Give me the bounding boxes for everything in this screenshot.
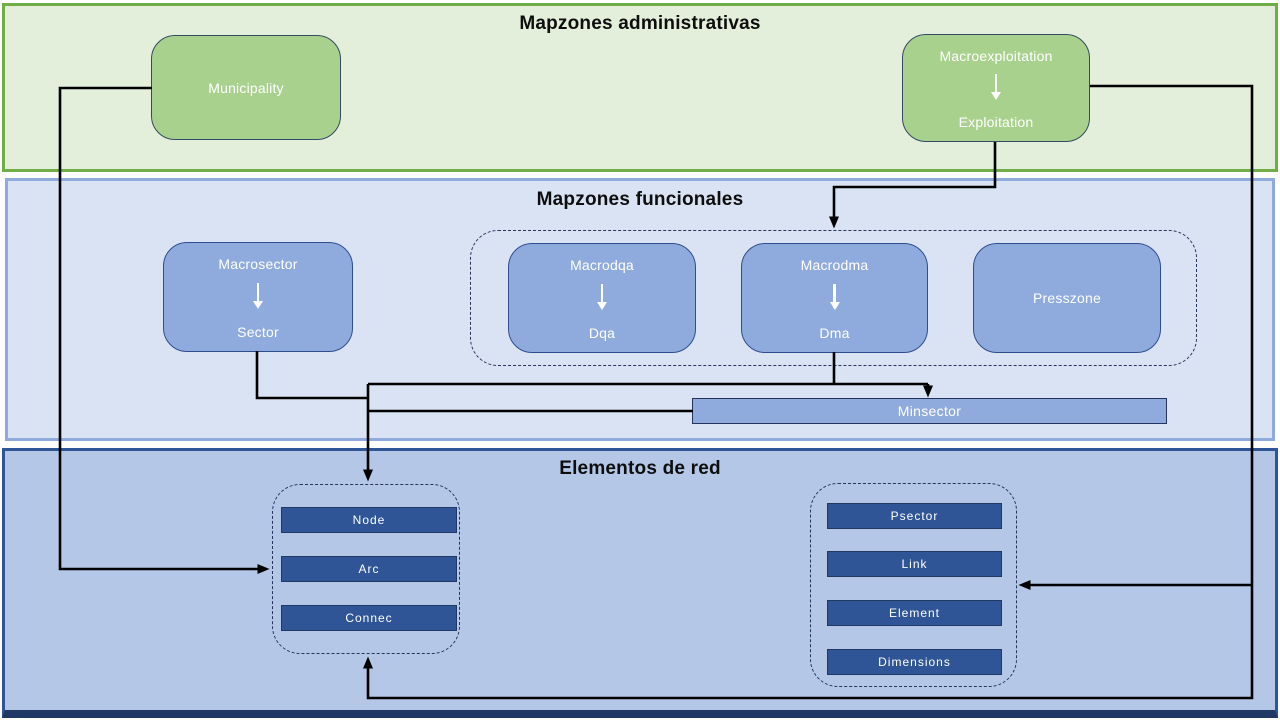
box-macrodma-top-label: Macrodma	[800, 257, 869, 273]
bar-node: Node	[281, 507, 457, 533]
bar-element-label: Element	[888, 606, 941, 620]
box-macrodma-bottom-label: Dma	[819, 325, 850, 341]
bar-element: Element	[827, 600, 1002, 626]
box-macrodqa-bottom-label: Dqa	[588, 325, 616, 341]
band-elementos-title: Elementos de red	[559, 458, 721, 479]
band-administrativas-title: Mapzones administrativas	[519, 13, 761, 34]
bar-connec-label: Connec	[345, 611, 393, 625]
box-macrodma: Macrodma Dma	[741, 243, 928, 353]
bar-connec: Connec	[281, 605, 457, 631]
box-macrodqa: Macrodqa Dqa	[508, 243, 696, 353]
box-presszone: Presszone	[973, 243, 1161, 353]
box-macroexploitation-bottom-label: Exploitation	[958, 114, 1034, 130]
box-macrosector-top-label: Macrosector	[218, 256, 298, 272]
psector-dashed-group: Psector Link Element Dimensions	[810, 483, 1017, 687]
box-macrodqa-top-label: Macrodqa	[570, 257, 634, 273]
bar-psector: Psector	[827, 503, 1002, 529]
bar-psector-label: Psector	[890, 509, 939, 523]
bar-dimensions: Dimensions	[827, 649, 1002, 675]
bar-dimensions-label: Dimensions	[878, 655, 951, 669]
bar-arc: Arc	[281, 556, 457, 582]
bar-link: Link	[827, 551, 1002, 577]
down-arrow-icon	[833, 284, 836, 308]
bar-node-label: Node	[352, 513, 386, 527]
down-arrow-icon	[994, 74, 998, 98]
box-minsector-label: Minsector	[897, 403, 962, 419]
down-arrow-icon	[600, 284, 604, 308]
box-minsector: Minsector	[692, 398, 1167, 424]
box-macroexploitation-top-label: Macroexploitation	[939, 48, 1053, 64]
box-presszone-label: Presszone	[1033, 290, 1101, 306]
band-elementos-de-red: Elementos de red	[2, 448, 1278, 718]
box-municipality: Municipality	[151, 35, 341, 140]
box-macrosector: Macrosector Sector	[163, 242, 353, 352]
node-dashed-group: Node Arc Connec	[272, 484, 460, 654]
bar-arc-label: Arc	[358, 562, 380, 576]
down-arrow-icon	[256, 283, 260, 307]
bar-link-label: Link	[901, 557, 928, 571]
box-macrosector-bottom-label: Sector	[237, 324, 279, 340]
box-municipality-label: Municipality	[208, 79, 284, 96]
box-macroexploitation: Macroexploitation Exploitation	[902, 34, 1090, 142]
band-funcionales-title: Mapzones funcionales	[536, 189, 744, 210]
